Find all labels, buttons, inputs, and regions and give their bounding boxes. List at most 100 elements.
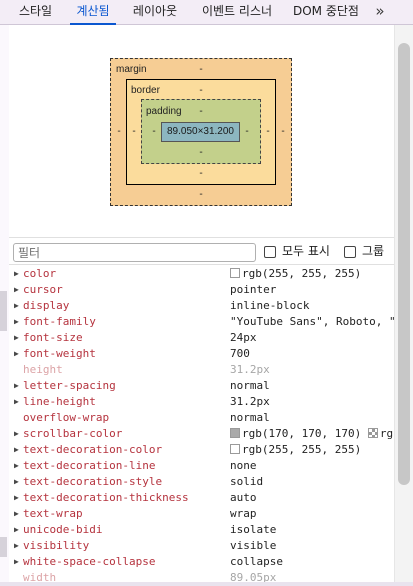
padding-top-value[interactable]: - [199, 106, 203, 117]
border-bottom-value[interactable]: - [199, 168, 203, 179]
property-row[interactable]: ▶ font-family "YouTube Sans", Roboto, " [9, 314, 394, 330]
left-edge-strip [0, 25, 9, 586]
property-name: white-space-collapse [23, 555, 156, 568]
property-value: collapse [230, 555, 283, 568]
expand-arrow-icon[interactable]: ▶ [14, 541, 19, 550]
expand-arrow-icon[interactable]: ▶ [14, 509, 19, 518]
margin-top-value[interactable]: - [199, 64, 203, 75]
panel-tab-bar: 스타일 계산됨 레이아웃 이벤트 리스너 DOM 중단점 » [0, 0, 413, 25]
tab-computed[interactable]: 계산됨 [70, 0, 116, 25]
expand-arrow-icon[interactable]: ▶ [14, 557, 19, 566]
expand-arrow-icon[interactable]: ▶ [14, 269, 19, 278]
show-all-label: 모두 표시 [282, 244, 330, 258]
property-row[interactable]: ▶ line-height 31.2px [9, 394, 394, 410]
property-value-cell: 24px [230, 330, 257, 346]
tab-dom-breakpoints[interactable]: DOM 중단점 [293, 4, 359, 18]
padding-bottom-value[interactable]: - [199, 147, 203, 158]
property-row[interactable]: ▶ font-weight 700 [9, 346, 394, 362]
color-swatch-icon[interactable] [230, 444, 240, 454]
expand-arrow-icon[interactable]: ▶ [14, 525, 19, 534]
property-value-cell: rgb(255, 255, 255) [230, 266, 361, 282]
border-right-value[interactable]: - [266, 126, 270, 137]
panel-bottom-edge [0, 582, 413, 586]
color-swatch-icon[interactable] [367, 428, 378, 438]
property-name: scrollbar-color [23, 427, 123, 440]
group-checkbox[interactable] [344, 246, 356, 258]
property-name: font-weight [23, 347, 96, 360]
property-value: none [230, 459, 257, 472]
expand-arrow-icon[interactable]: ▶ [14, 445, 19, 454]
border-top-value[interactable]: - [199, 85, 203, 96]
property-value: normal [230, 379, 270, 392]
property-name: width [23, 571, 57, 584]
color-swatch-icon[interactable] [230, 268, 240, 278]
expand-arrow-icon[interactable]: ▶ [14, 349, 19, 358]
box-model-content-size[interactable]: 89.050×31.200 [161, 122, 240, 142]
property-name: text-wrap [23, 507, 83, 520]
property-value: rgb(255, 255, 255) [242, 443, 362, 456]
property-name: unicode-bidi [23, 523, 103, 536]
property-name: letter-spacing [23, 379, 116, 392]
margin-left-value[interactable]: - [117, 126, 121, 137]
property-value: 31.2px [230, 395, 270, 408]
tab-styles[interactable]: 스타일 [18, 4, 53, 18]
property-name: display [23, 299, 70, 312]
property-value-cell: none [230, 458, 257, 474]
property-value: "YouTube Sans", Roboto, " [230, 315, 394, 328]
scrollbar-thumb[interactable] [398, 43, 410, 485]
padding-right-value[interactable]: - [245, 126, 249, 137]
expand-arrow-icon[interactable]: ▶ [14, 397, 19, 406]
expand-arrow-icon[interactable]: ▶ [14, 317, 19, 326]
border-label: border [131, 85, 160, 96]
property-value-cell: collapse [230, 554, 283, 570]
property-row[interactable]: ▶ font-size 24px [9, 330, 394, 346]
property-value: 700 [230, 347, 250, 360]
margin-right-value[interactable]: - [281, 126, 285, 137]
property-value-cell: 700 [230, 346, 250, 362]
property-value: rgb(170, 170, 170) [242, 427, 362, 440]
padding-left-value[interactable]: - [152, 126, 156, 137]
tab-event-listeners[interactable]: 이벤트 리스너 [201, 4, 273, 18]
property-value-cell: pointer [230, 282, 276, 298]
expand-arrow-icon[interactable]: ▶ [14, 301, 19, 310]
expand-arrow-icon[interactable]: ▶ [14, 381, 19, 390]
expand-arrow-icon[interactable]: ▶ [14, 477, 19, 486]
property-row[interactable]: ▶ letter-spacing normal [9, 378, 394, 394]
property-row[interactable]: ▶ white-space-collapse collapse [9, 554, 394, 570]
vertical-scrollbar[interactable] [394, 25, 413, 586]
property-value-cell: rgb(255, 255, 255) [230, 442, 361, 458]
property-value: rgb(255, 255, 255) [242, 267, 362, 280]
color-swatch-icon[interactable] [230, 428, 240, 438]
show-all-checkbox[interactable] [264, 246, 276, 258]
property-name: font-size [23, 331, 83, 344]
filter-input[interactable] [13, 243, 256, 262]
property-name: line-height [23, 395, 96, 408]
margin-bottom-value[interactable]: - [199, 189, 203, 200]
filter-toolbar: 모두 표시 그룹 [9, 237, 394, 265]
expand-arrow-icon[interactable]: ▶ [14, 429, 19, 438]
tab-layout[interactable]: 레이아웃 [132, 4, 178, 18]
expand-arrow-icon[interactable]: ▶ [14, 285, 19, 294]
property-name: text-decoration-style [23, 475, 163, 488]
expand-arrow-icon[interactable]: ▶ [14, 461, 19, 470]
property-name: font-family [23, 315, 96, 328]
expand-arrow-icon[interactable]: ▶ [14, 333, 19, 342]
expand-arrow-icon[interactable]: ▶ [14, 493, 19, 502]
border-left-value[interactable]: - [132, 126, 136, 137]
more-tabs-icon[interactable]: » [375, 2, 385, 20]
